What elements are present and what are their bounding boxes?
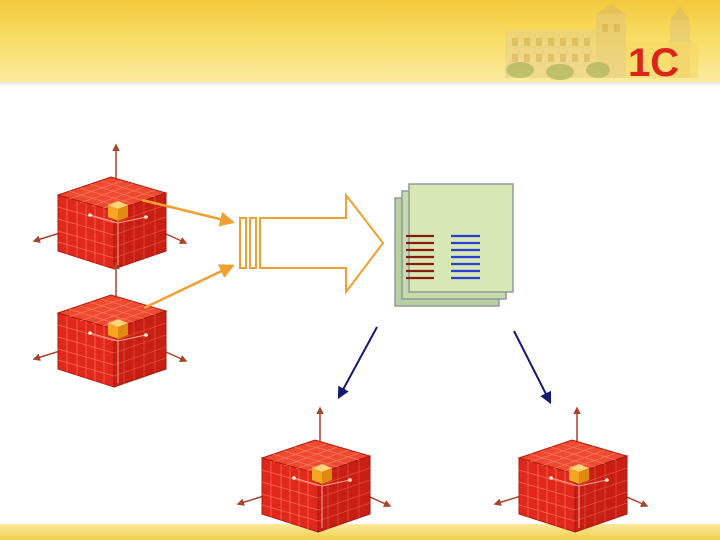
cube-bottom-right — [495, 408, 647, 532]
logo-text: 1С — [628, 41, 679, 85]
header-divider — [0, 82, 720, 86]
cube-bottom-left — [34, 263, 186, 387]
cube-top-left — [34, 145, 186, 269]
document-lines-blue — [451, 234, 480, 280]
stacked-document-icon — [394, 183, 514, 307]
feed-arrow-top — [141, 198, 235, 227]
cube-bottom-center — [238, 408, 390, 532]
logo: 1С — [626, 41, 698, 85]
document-lines-red — [406, 234, 434, 280]
hollow-right-arrow-icon — [239, 192, 385, 295]
footer-band — [0, 524, 720, 540]
feed-arrow-bottom — [143, 264, 235, 310]
output-arrow-right — [513, 330, 552, 405]
output-arrow-left — [337, 326, 378, 400]
building-illustration — [505, 4, 690, 80]
